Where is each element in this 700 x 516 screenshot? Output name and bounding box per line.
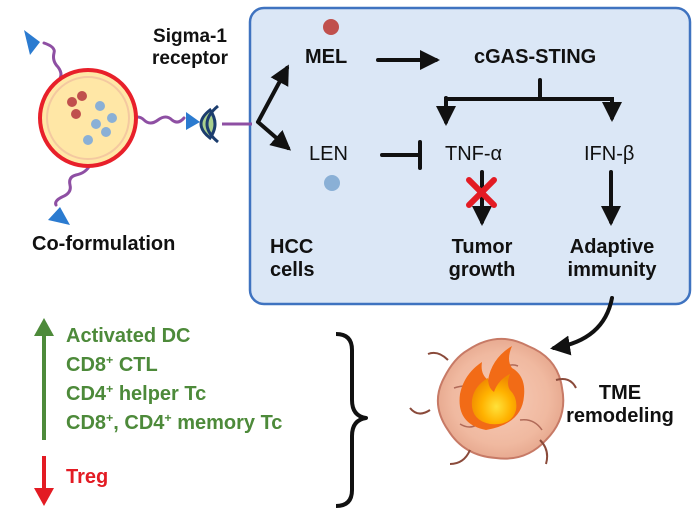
inhibit-x-icon xyxy=(466,177,497,208)
outcome-cd4-helper: CD4+ helper Tc xyxy=(66,382,207,405)
down-arrow-icon xyxy=(34,456,54,506)
sigma1-receptor-icon xyxy=(199,104,252,144)
len-label: LEN xyxy=(309,143,348,165)
outcome-cd8-ctl: CD8+ CTL xyxy=(66,353,158,376)
ligand-icon xyxy=(48,207,70,225)
ligand-icon xyxy=(24,30,40,55)
arrow-adaptive-to-tme xyxy=(550,296,614,356)
len-dot-icon xyxy=(324,175,340,191)
tme-remodeling-label: TME remodeling xyxy=(566,382,674,427)
cgas-branch-right xyxy=(538,97,622,122)
mel-label: MEL xyxy=(305,46,348,68)
outcome-activated-dc: Activated DC xyxy=(66,325,191,347)
ifn-label: IFN-β xyxy=(584,143,635,165)
downregulated-treg: Treg xyxy=(66,466,109,488)
nanoparticle-icon xyxy=(38,68,138,168)
mel-dot-icon xyxy=(323,19,339,35)
adaptive-immunity-label: Adaptive immunity xyxy=(567,236,657,281)
up-arrow-icon xyxy=(34,318,54,440)
arrow-to-mel xyxy=(256,64,289,124)
cgas-sting-label: cGAS-STING xyxy=(474,46,597,68)
outcome-memory-tc: CD8+, CD4+ memory Tc xyxy=(66,411,283,434)
arrow-to-len xyxy=(256,120,292,151)
flame-icon xyxy=(459,346,525,430)
brace-icon xyxy=(335,332,368,508)
coformulation-label: Co-formulation xyxy=(32,233,176,255)
hcc-cells-label: HCC cells xyxy=(270,236,315,281)
hcc-cell-panel xyxy=(248,6,692,306)
ligand-icon xyxy=(186,112,200,130)
upregulated-list: Activated DC CD8+ CTL CD4+ helper Tc CD8… xyxy=(66,322,282,438)
receptor-label: Sigma-1 receptor xyxy=(151,26,229,69)
tumor-growth-label: Tumor growth xyxy=(448,236,516,281)
tnf-label: TNF-α xyxy=(445,143,503,165)
